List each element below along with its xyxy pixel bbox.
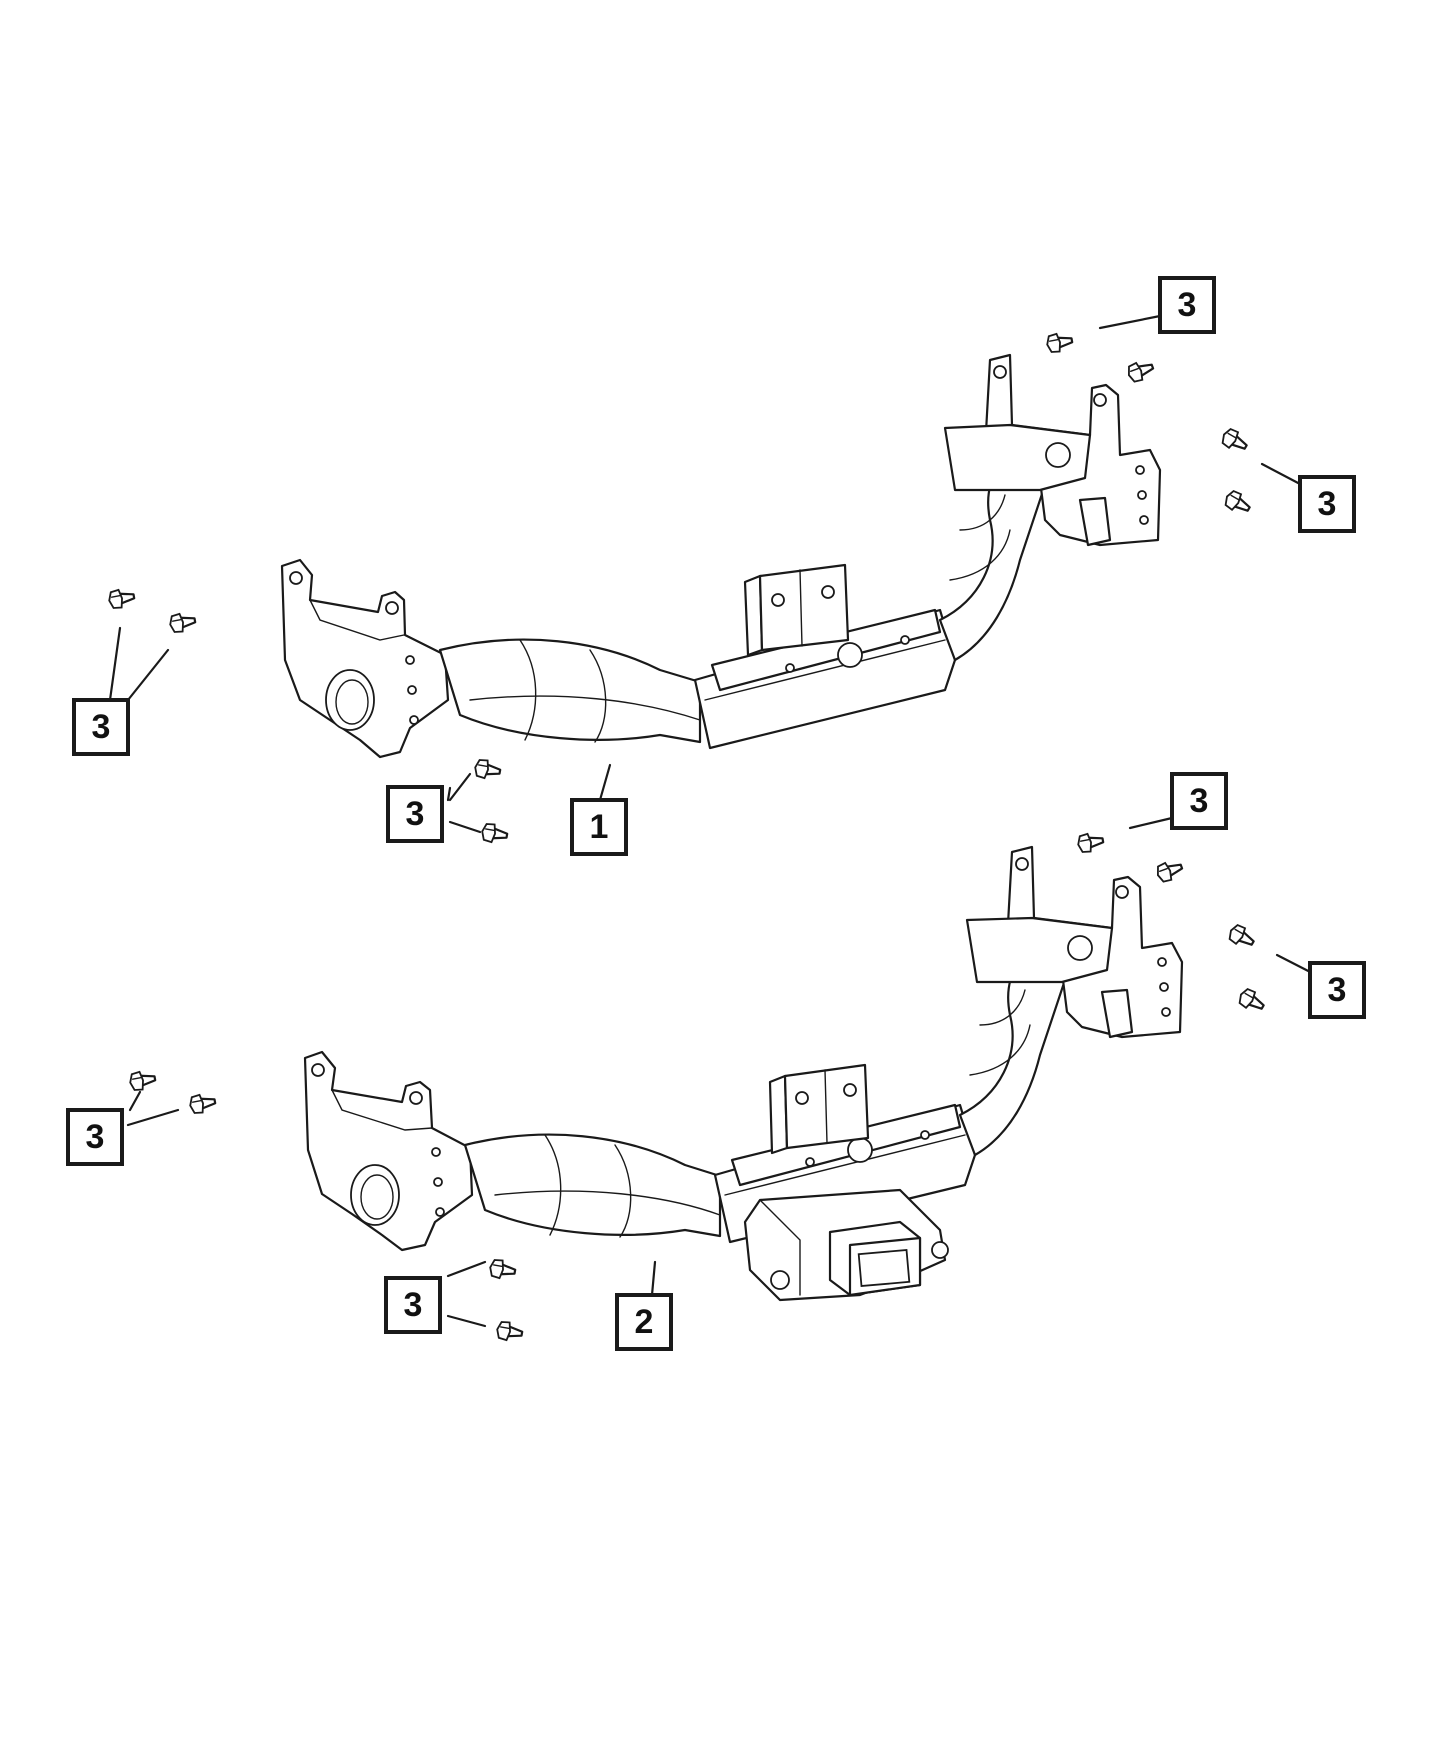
callout-3-lower-left: 3: [66, 1108, 124, 1166]
callout-label-2: 2: [635, 1303, 654, 1341]
bolt-icon: [487, 1257, 518, 1282]
callout-label: 3: [1328, 971, 1347, 1009]
callout-label: 3: [86, 1118, 105, 1156]
bolt-icon: [106, 586, 137, 611]
callout-3-top-right: 3: [1158, 276, 1216, 334]
callout-label: 3: [1190, 782, 1209, 820]
callout-3-upper-left: 3: [72, 698, 130, 756]
callout-label-1: 1: [590, 808, 609, 846]
bolt-icon: [1044, 330, 1075, 355]
bolt-icon: [1225, 921, 1259, 952]
bolt-icon: [167, 610, 198, 635]
bolt-icon: [187, 1091, 218, 1116]
callout-label: 3: [406, 795, 425, 833]
bolt-icon: [479, 821, 510, 846]
hitch-assembly-1: [280, 353, 1162, 759]
callout-3-upper-right-side: 3: [1298, 475, 1356, 533]
callout-2: 2: [615, 1293, 673, 1351]
bolt-icon: [1221, 487, 1255, 518]
bolt-icon: [127, 1068, 158, 1093]
bolt-icon: [494, 1319, 525, 1344]
callout-1: 1: [570, 798, 628, 856]
bolt-icon: [1235, 985, 1269, 1016]
callout-3-lower-top-right: 3: [1170, 772, 1228, 830]
callout-3-lower-right-side: 3: [1308, 961, 1366, 1019]
callout-3-lower-bottom: 3: [384, 1276, 442, 1334]
bolt-icon: [472, 757, 503, 782]
bolt-icon: [1153, 857, 1186, 885]
bolt-icon: [1124, 357, 1157, 385]
callout-label: 3: [92, 708, 111, 746]
bolt-icon: [1218, 425, 1252, 456]
callout-label: 3: [1178, 286, 1197, 324]
callout-label: 3: [404, 1286, 423, 1324]
leader-lines: [108, 314, 1320, 1328]
bolt-icon: [1075, 830, 1106, 855]
hitch-assembly-2: [303, 845, 1184, 1302]
callout-3-upper-bottom: 3: [386, 785, 444, 843]
callout-label: 3: [1318, 485, 1337, 523]
